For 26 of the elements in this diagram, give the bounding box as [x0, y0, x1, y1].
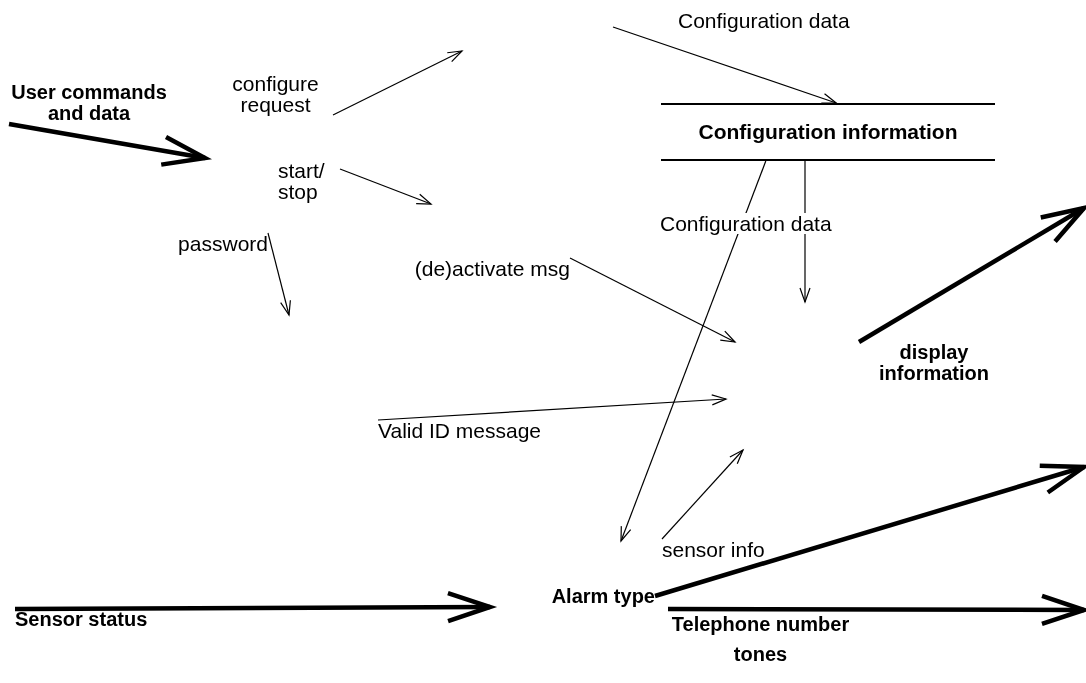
- flow-label: Valid ID message: [378, 420, 542, 441]
- arrow: [620, 160, 767, 542]
- arrow: [612, 26, 837, 104]
- flow-label: Sensor status: [15, 609, 148, 629]
- arrow: [668, 593, 1086, 627]
- arrow: [332, 50, 463, 116]
- flow-label: Telephone number tones: [668, 609, 853, 669]
- flow-label: password: [168, 233, 268, 254]
- flow-label: display information: [859, 342, 1009, 384]
- arrow: [339, 168, 432, 205]
- arrow: [654, 463, 1086, 599]
- arrow: [569, 257, 736, 343]
- data-store: [661, 103, 995, 161]
- arrow: [267, 232, 291, 316]
- edge-label: Configuration data: [660, 213, 832, 234]
- flow-label: Alarm type: [545, 586, 655, 606]
- store-label: Configuration information: [698, 120, 958, 144]
- arrow: [857, 205, 1086, 344]
- arrow: [661, 449, 744, 540]
- flow-label: configure request: [218, 73, 333, 115]
- edge-label: Configuration data: [678, 10, 850, 31]
- flow-label: sensor info: [662, 539, 765, 560]
- flow-label: User commands and data: [9, 82, 169, 124]
- flow-label: start/ stop: [278, 160, 340, 202]
- flow-label: (de)activate msg: [396, 258, 570, 279]
- arrow: [377, 394, 727, 421]
